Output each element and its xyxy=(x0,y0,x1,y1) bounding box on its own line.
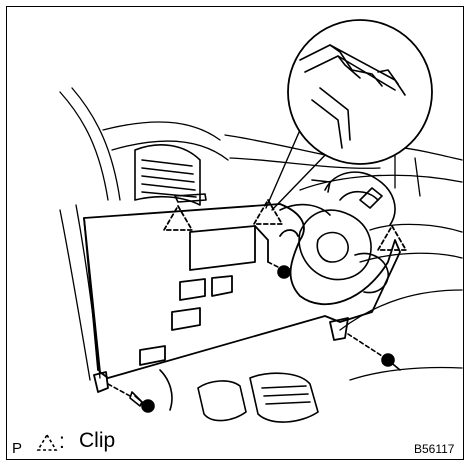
screw-lower-left xyxy=(107,383,155,413)
dashboard-background-lines xyxy=(59,87,463,381)
air-vent xyxy=(134,144,207,206)
steering-column-assembly xyxy=(279,171,396,294)
pedals xyxy=(159,369,319,423)
legend-clip-label: Clip xyxy=(79,429,116,452)
page-letter: P xyxy=(12,440,23,457)
screw-upper-center xyxy=(267,261,291,279)
figure-frame xyxy=(6,6,464,460)
lower-instrument-panel xyxy=(83,203,401,393)
detail-leader-lines xyxy=(265,129,331,211)
screw-lower-right xyxy=(347,333,401,371)
clip-marker-right xyxy=(377,225,407,251)
clip-marker-left xyxy=(163,205,193,231)
clip-detail-magnifier xyxy=(287,19,433,165)
clip-marker-center xyxy=(253,199,283,225)
legend-colon: : xyxy=(59,430,65,453)
dashed-triangle-clip-icon xyxy=(36,433,58,451)
figure-code: B56117 xyxy=(414,442,455,456)
